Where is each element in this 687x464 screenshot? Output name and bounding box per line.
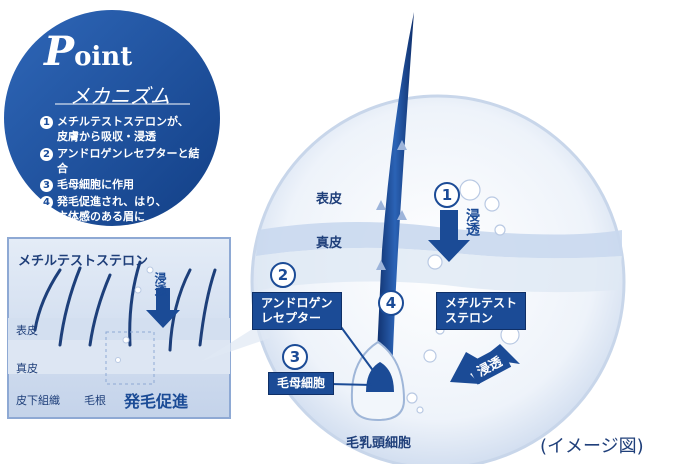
step-1-marker: 1 xyxy=(434,182,460,208)
step-3-marker: 3 xyxy=(282,344,308,370)
substance-label: メチルテスト ステロン xyxy=(436,292,527,330)
step-4-text: 発毛促進され、はり、 立体感のある眉に xyxy=(57,195,167,224)
penetrate-arrow-down xyxy=(428,210,470,262)
inset-dermis-label: 真皮 xyxy=(16,362,38,375)
step-2-marker: 2 xyxy=(270,262,296,288)
step-2-number: 2 xyxy=(40,147,53,161)
point-step-1: 1 メチルテストステロンが、 皮膚から吸収・浸透 xyxy=(40,115,210,145)
main-epidermis-label: 表皮 xyxy=(316,192,343,207)
papilla-label: 毛乳頭細胞 xyxy=(346,436,412,451)
point-step-2: 2 アンドロゲンレセプターと結合 xyxy=(40,147,210,177)
point-title-initial: P xyxy=(44,28,75,75)
receptor-label: アンドロゲン レセプター xyxy=(252,292,342,330)
inset-epidermis-label: 表皮 xyxy=(16,324,38,337)
main-penetrate-label-1: 浸透 xyxy=(464,208,480,236)
step-1-number: 1 xyxy=(40,116,53,129)
step-3-text: 毛母細胞に作用 xyxy=(57,178,134,192)
inset-subcutis-label: 皮下組織 xyxy=(16,394,60,407)
point-step-3: 3 毛母細胞に作用 xyxy=(40,178,210,193)
point-subtitle: メカニズム xyxy=(70,84,170,108)
point-ball xyxy=(4,10,220,226)
inset-hair-root-label: 毛根 xyxy=(84,394,106,407)
step-3-number: 3 xyxy=(40,179,53,193)
step-4-marker: 4 xyxy=(378,290,404,316)
inset-substance-label: メチルテストステロン xyxy=(18,254,149,269)
inset-penetrate-label: 浸透 xyxy=(153,272,167,296)
matrix-cell-label: 毛母細胞 xyxy=(268,372,335,395)
point-title-rest: oint xyxy=(74,42,133,72)
step-2-text: アンドロゲンレセプターと結合 xyxy=(57,146,200,175)
point-step-4: 4 発毛促進され、はり、 立体感のある眉に xyxy=(40,195,210,225)
point-title: Point xyxy=(44,28,132,75)
inset-growth-label: 発毛促進 xyxy=(124,392,189,411)
image-caption: (イメージ図) xyxy=(540,436,644,457)
main-dermis-label: 真皮 xyxy=(316,236,343,251)
step-4-number: 4 xyxy=(40,196,53,210)
step-1-text: メチルテストステロンが、 皮膚から吸収・浸透 xyxy=(57,115,189,143)
